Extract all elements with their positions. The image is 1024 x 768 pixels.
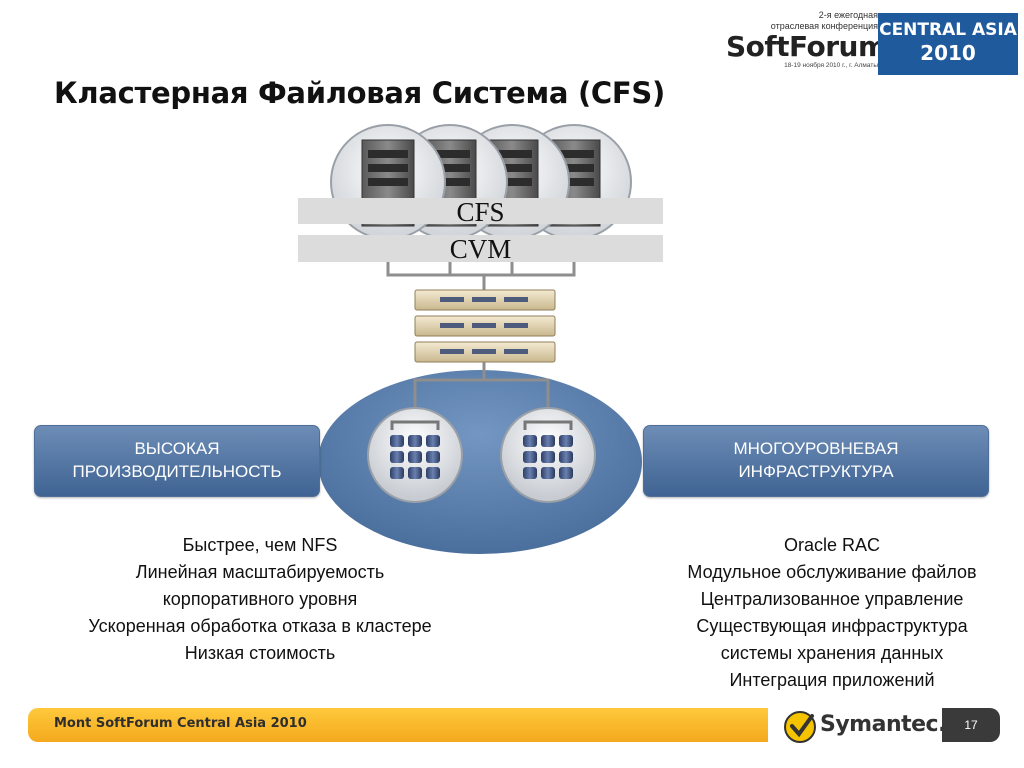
list-item: Быстрее, чем NFS bbox=[182, 535, 338, 555]
logo-small-line2: отраслевая конференция bbox=[770, 21, 878, 31]
right-pill-line2: ИНФРАСТРУКТУРА bbox=[738, 462, 894, 481]
cfs-layer-bar: CFS bbox=[298, 198, 663, 226]
list-item: Oracle RAC bbox=[783, 535, 881, 555]
right-benefits-list: Oracle RAC Модульное обслуживание файлов… bbox=[640, 532, 1024, 694]
network-switch-icon bbox=[414, 289, 556, 311]
symantec-check-icon bbox=[784, 711, 816, 743]
disk-array-icon bbox=[500, 407, 596, 503]
list-item: Централизованное управление bbox=[700, 589, 964, 609]
list-item: Интеграция приложений bbox=[729, 670, 935, 690]
right-pill-line1: МНОГОУРОВНЕВАЯ bbox=[733, 439, 899, 458]
logo-region: CENTRAL ASIA bbox=[879, 20, 1017, 40]
page-number: 17 bbox=[942, 708, 1000, 742]
list-item: Ускоренная обработка отказа в кластере bbox=[88, 616, 432, 636]
network-switch-icon bbox=[414, 315, 556, 337]
multilevel-infrastructure-pill: МНОГОУРОВНЕВАЯ ИНФРАСТРУКТУРА bbox=[643, 425, 989, 497]
list-item: Линейная масштабируемость bbox=[135, 562, 385, 582]
network-switch-icon bbox=[414, 341, 556, 363]
logo-brand: SoftForum bbox=[726, 30, 887, 63]
logo-year: 2010 bbox=[920, 41, 976, 65]
list-item: Низкая стоимость bbox=[184, 643, 336, 663]
left-pill-line1: ВЫСОКАЯ bbox=[134, 439, 220, 458]
footer-text: Mont SoftForum Central Asia 2010 bbox=[54, 716, 307, 731]
high-performance-pill: ВЫСОКАЯ ПРОИЗВОДИТЕЛЬНОСТЬ bbox=[34, 425, 320, 497]
list-item: корпоративного уровня bbox=[162, 589, 358, 609]
logo-date: 18-19 ноября 2010 г., г. Алматы bbox=[784, 62, 878, 69]
disk-array-icon bbox=[367, 407, 463, 503]
symantec-logo-text: Symantec. bbox=[820, 712, 946, 737]
footer-bar bbox=[28, 708, 768, 742]
cvm-layer-bar: CVM bbox=[298, 235, 663, 263]
left-benefits-list: Быстрее, чем NFS Линейная масштабируемос… bbox=[30, 532, 490, 667]
left-pill-line2: ПРОИЗВОДИТЕЛЬНОСТЬ bbox=[72, 462, 282, 481]
page-title: Кластерная Файловая Система (CFS) bbox=[54, 76, 665, 110]
logo-small-line1: 2-я ежегодная bbox=[818, 10, 878, 20]
storage-connector bbox=[413, 362, 550, 410]
list-item: системы хранения данных bbox=[720, 643, 944, 663]
list-item: Существующая инфраструктура bbox=[696, 616, 968, 636]
list-item: Модульное обслуживание файлов bbox=[687, 562, 977, 582]
network-connector bbox=[386, 262, 576, 290]
softforum-logo: 2-я ежегодная отраслевая конференция Sof… bbox=[726, 10, 887, 76]
central-asia-logo: CENTRAL ASIA 2010 bbox=[878, 13, 1018, 75]
